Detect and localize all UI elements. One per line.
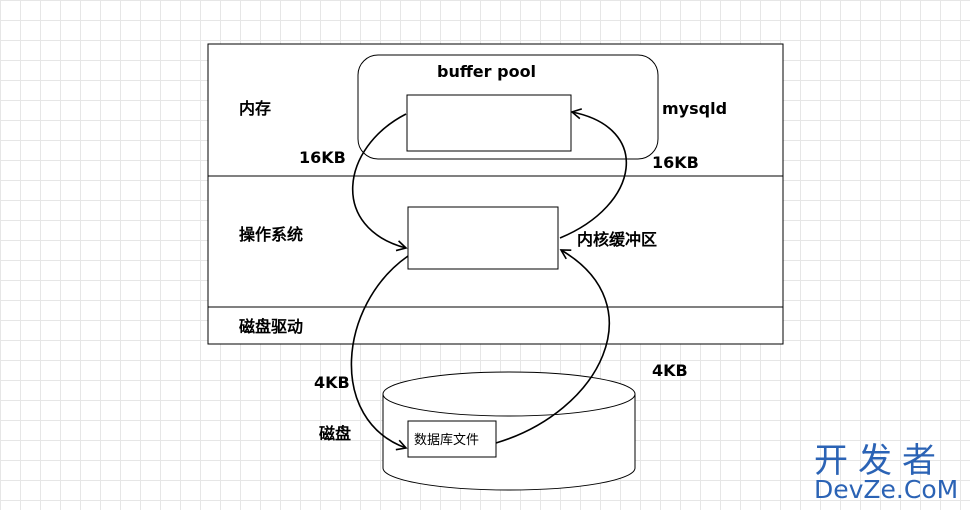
watermark-bottom: DevZe.CoM	[814, 475, 958, 504]
size-label-right-bottom: 4KB	[652, 361, 688, 380]
watermark-top: 开发者	[814, 441, 946, 481]
db-file-block	[407, 420, 497, 458]
kernel-buffer-label: 内核缓冲区	[577, 230, 657, 249]
disk-label: 磁盘	[319, 424, 351, 443]
os-label: 操作系统	[239, 225, 303, 244]
arrow-kernel-to-buffer	[559, 108, 627, 239]
memory-label: 内存	[239, 99, 271, 118]
arrow-kernel-to-disk-file	[350, 255, 409, 451]
mysqld-label: mysqld	[662, 99, 727, 118]
disk-driver-label: 磁盘驱动	[239, 317, 303, 336]
arrow-buffer-to-kernel	[351, 113, 408, 252]
size-label-right-top: 16KB	[652, 153, 699, 172]
disk-cylinder	[382, 371, 636, 491]
arrow-disk-file-to-kernel	[495, 249, 611, 444]
db-file-label: 数据库文件	[414, 432, 479, 448]
buffer-pool-block	[406, 94, 572, 152]
size-label-left-bottom: 4KB	[314, 373, 350, 392]
buffer-pool-label: buffer pool	[437, 62, 536, 81]
size-label-left-top: 16KB	[299, 148, 346, 167]
kernel-buffer-block	[407, 206, 559, 270]
